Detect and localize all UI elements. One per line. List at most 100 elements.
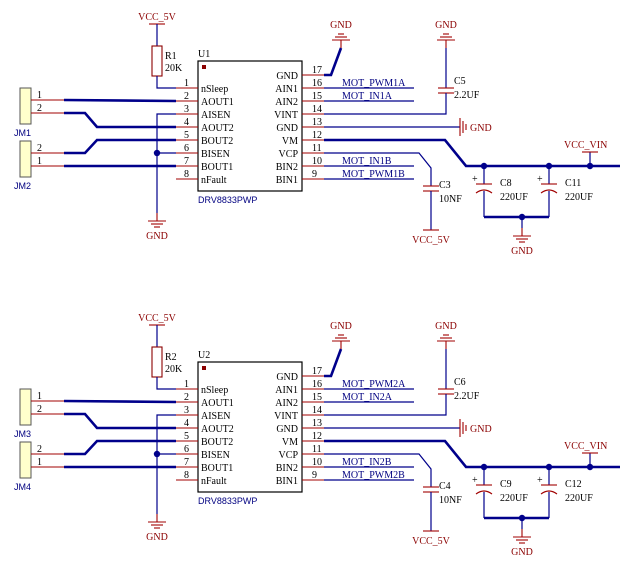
bout2-bus: [64, 138, 176, 155]
pin17-ground-wire: [324, 47, 343, 77]
cap-plate-negative: [475, 490, 493, 495]
right-pin-number: 11: [312, 143, 322, 154]
connector-body: [19, 140, 32, 178]
vm-bus: [324, 439, 620, 469]
right-pin-number: 17: [312, 65, 322, 76]
bulk-ground: GND: [511, 529, 533, 558]
resistor-value: 20K: [165, 63, 183, 74]
vin-label: VCC_VIN: [564, 441, 607, 452]
connector-pin-number: 2: [37, 444, 42, 455]
cap-ref: C9: [500, 479, 512, 490]
vin-label: VCC_VIN: [564, 140, 607, 151]
aout2-bus: [64, 111, 176, 129]
connector-pin-number: 2: [37, 143, 42, 154]
right-pin-name: BIN1: [276, 476, 298, 487]
resistor-body: [151, 45, 163, 77]
polarity-mark: +: [537, 475, 543, 486]
ground-label: GND: [511, 547, 533, 558]
cap-ref: C12: [565, 479, 582, 490]
chip-body: [197, 60, 303, 192]
vcp-wire: [324, 453, 432, 487]
ground-label: GND: [435, 321, 457, 332]
left-pin-number: 1: [184, 78, 189, 89]
right-pin-name: AIN1: [275, 84, 298, 95]
right-pin-name: GND: [276, 372, 298, 383]
pin1-marker: [202, 65, 206, 69]
aout2-bus: [64, 412, 176, 430]
connector-pin-number: 1: [37, 457, 42, 468]
connector-body: [19, 87, 32, 125]
left-pin-name: BISEN: [201, 149, 230, 160]
cap-value: 10NF: [439, 194, 462, 205]
ground-label: GND: [330, 321, 352, 332]
cap-ref: C4: [439, 481, 451, 492]
motor-driver-chip: U2DRV8833PWP1nSleep2AOUT13AISEN4AOUT25BO…: [176, 350, 324, 506]
right-pin-number: 14: [312, 405, 322, 416]
right-pin-number: 16: [312, 78, 322, 89]
right-pin-number: 10: [312, 457, 322, 468]
bulk-ground: GND: [511, 228, 533, 257]
net-label: MOT_PWM2A: [342, 379, 406, 390]
polarity-mark: +: [537, 174, 543, 185]
connector-pin-number: 1: [37, 90, 42, 101]
right-pin-number: 14: [312, 104, 322, 115]
motor-connector: JM4 2 1: [14, 441, 64, 492]
aout1-bus: [63, 98, 177, 103]
aisen-wire: [156, 414, 176, 514]
left-pin-name: AISEN: [201, 110, 230, 121]
right-pin-number: 13: [312, 117, 322, 128]
ground-label: GND: [435, 20, 457, 31]
left-pin-name: AOUT2: [201, 123, 234, 134]
right-pin-number: 11: [312, 444, 322, 455]
ground-label: GND: [511, 246, 533, 257]
vint-cap-ground: GND: [435, 321, 457, 349]
chip-part-number: DRV8833PWP: [198, 195, 257, 205]
left-pin-number: 2: [184, 392, 189, 403]
left-pin-number: 8: [184, 470, 189, 481]
pin17-ground-wire: [324, 348, 343, 378]
left-pin-name: AOUT1: [201, 398, 234, 409]
motor-driver-chip: U1DRV8833PWP1nSleep2AOUT13AISEN4AOUT25BO…: [176, 49, 324, 205]
connector-ref: JM4: [14, 482, 31, 492]
sense-ground: GND: [146, 213, 168, 242]
cap-value: 220UF: [500, 493, 528, 504]
net-label: MOT_PWM2B: [342, 470, 405, 481]
left-pin-name: AOUT1: [201, 97, 234, 108]
cap-plate-negative: [540, 490, 558, 495]
connector-body: [19, 388, 32, 426]
right-pin-name: GND: [276, 71, 298, 82]
left-pin-name: BOUT2: [201, 136, 233, 147]
net-label: MOT_IN1B: [342, 156, 392, 167]
nsleep-wire: [156, 76, 176, 89]
cap-plate-negative: [475, 189, 493, 194]
cap-value: 220UF: [500, 192, 528, 203]
chip-ref: U1: [198, 49, 210, 60]
ground-label: GND: [146, 532, 168, 543]
right-pin-name: VCP: [279, 149, 299, 160]
right-pin-name: BIN2: [276, 463, 298, 474]
right-pin-name: GND: [276, 123, 298, 134]
left-pin-name: AOUT2: [201, 424, 234, 435]
right-pin-name: VCP: [279, 450, 299, 461]
left-pin-number: 5: [184, 431, 189, 442]
left-pin-name: nSleep: [201, 84, 228, 95]
side-ground-label: GND: [470, 424, 492, 435]
cap-ref: C3: [439, 180, 451, 191]
right-pin-number: 15: [312, 392, 322, 403]
connector-ref: JM1: [14, 128, 31, 138]
right-pin-number: 9: [312, 470, 317, 481]
left-pin-number: 7: [184, 457, 189, 468]
right-pin-name: VM: [282, 136, 298, 147]
ground-label: GND: [146, 231, 168, 242]
vcc5-label: VCC_5V: [138, 313, 177, 324]
left-pin-name: AISEN: [201, 411, 230, 422]
right-pin-name: BIN1: [276, 175, 298, 186]
right-pin-number: 12: [312, 130, 322, 141]
sense-ground: GND: [146, 514, 168, 543]
